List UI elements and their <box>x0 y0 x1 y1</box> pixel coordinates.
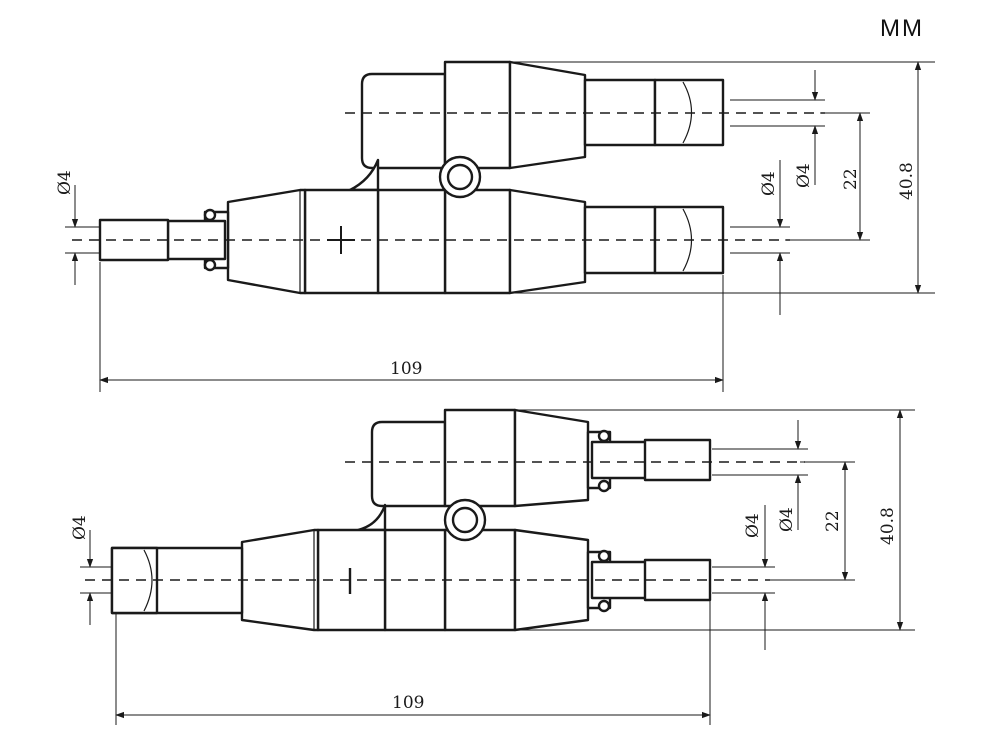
bottom-length-label: 109 <box>392 693 424 713</box>
top-view-connector <box>72 60 825 295</box>
bottom-view-connector <box>85 408 805 632</box>
top-length-label: 109 <box>390 359 422 379</box>
top-dia-right-lower-label: Ø4 <box>759 171 779 196</box>
top-pitch-label: 22 <box>841 168 861 190</box>
top-view-dimensions: 109 40.8 22 Ø4 Ø4 Ø4 <box>55 61 935 392</box>
bottom-dia-left-label: Ø4 <box>70 515 90 540</box>
bottom-height-label: 40.8 <box>878 507 898 545</box>
top-height-label: 40.8 <box>897 162 917 200</box>
top-dia-right-upper-label: Ø4 <box>794 163 814 188</box>
bottom-view-dimensions: 109 40.8 22 Ø4 Ø4 Ø4 <box>70 409 915 725</box>
bottom-pitch-label: 22 <box>823 510 843 532</box>
top-dia-left-label: Ø4 <box>55 170 75 195</box>
bottom-dia-right-upper-label: Ø4 <box>777 507 797 532</box>
bottom-dia-right-lower-label: Ø4 <box>743 513 763 538</box>
unit-label: MM <box>880 15 924 42</box>
